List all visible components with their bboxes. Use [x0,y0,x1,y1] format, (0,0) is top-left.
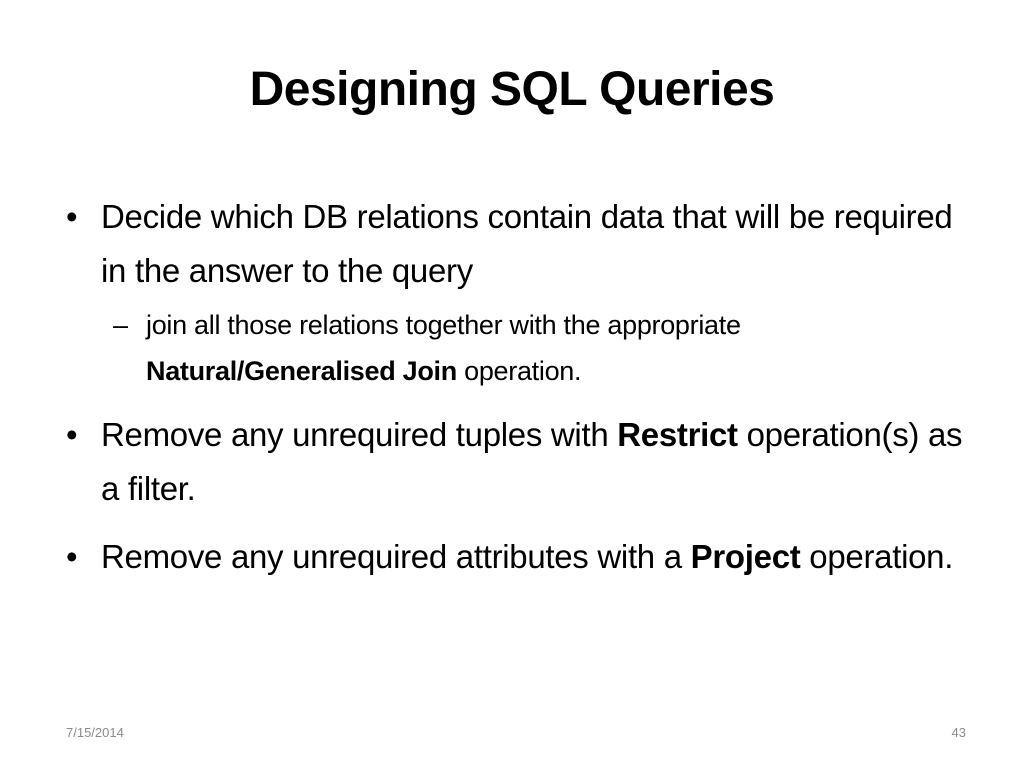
bullet-text-bold: Restrict [617,416,738,453]
bullet-text-pre: Remove any unrequired tuples with [101,416,618,453]
bullet-item: • Remove any unrequired attributes with … [66,530,966,584]
bullet-icon: • [66,198,78,235]
bullet-icon: • [66,416,78,453]
bullet-text-pre: Remove any unrequired attributes with a [101,538,691,575]
bullet-item: • Remove any unrequired tuples with Rest… [66,408,966,516]
dash-icon: – [113,310,128,340]
footer-date: 7/15/2014 [66,725,124,740]
sub-bullet-item: – join all those relations together with… [66,302,966,394]
bullet-text: Decide which DB relations contain data t… [101,198,953,289]
footer-page-number: 43 [951,725,966,740]
bullet-text-post: operation(s) as a filter. [101,416,963,507]
sub-bullet-text-post: operation. [456,356,582,386]
bullet-text-post: operation. [800,538,954,575]
bullet-item: • Decide which DB relations contain data… [66,190,966,298]
bullet-icon: • [66,538,78,575]
bullet-text-bold: Project [690,538,801,575]
sub-bullet-text-pre: join all those relations together with t… [146,310,741,340]
slide-title: Designing SQL Queries [249,63,775,116]
sub-bullet-text-bold: Natural/Generalised Join [146,356,457,386]
slide-body: • Decide which DB relations contain data… [66,190,966,598]
